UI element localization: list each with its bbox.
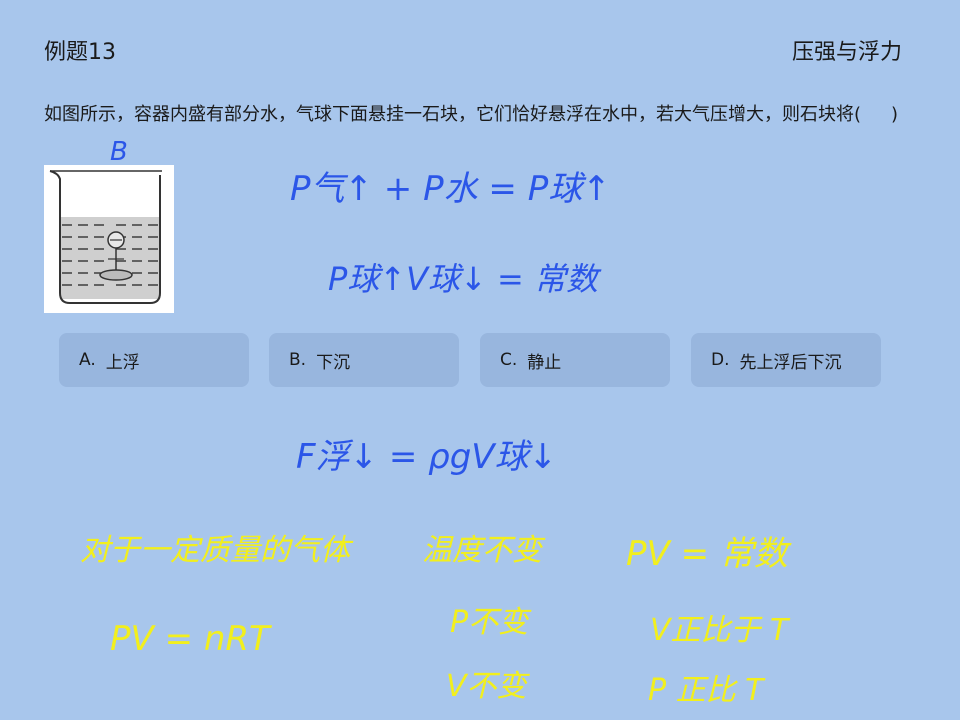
option-d-text: 先上浮后下沉 — [739, 352, 842, 373]
note-ideal-gas: PV = nRT — [110, 619, 272, 659]
equation-pressure: P气↑ + P水 = P球↑ — [290, 169, 611, 209]
option-a-text: 上浮 — [105, 352, 140, 373]
question-close: ) — [891, 104, 899, 125]
answer-mark: B — [110, 137, 128, 167]
beaker-figure — [44, 165, 174, 313]
option-b[interactable]: B. 下沉 — [269, 333, 459, 387]
note-p-prop-t: P 正比 T — [648, 673, 766, 708]
problem-title: 例题13 — [44, 40, 116, 65]
note-v-const: V不变 — [446, 669, 531, 704]
topic-title: 压强与浮力 — [791, 40, 902, 65]
note-fixed-mass: 对于一定质量的气体 — [80, 533, 354, 568]
note-pv-const: PV = 常数 — [626, 534, 792, 574]
note-constant-temp: 温度不变 — [422, 533, 546, 568]
question-body: 如图所示，容器内盛有部分水，气球下面悬挂一石块，它们恰好悬浮在水中，若大气压增大… — [44, 104, 862, 125]
option-b-letter: B. — [289, 350, 307, 370]
option-c[interactable]: C. 静止 — [480, 333, 670, 387]
option-a[interactable]: A. 上浮 — [59, 333, 249, 387]
option-d-letter: D. — [711, 350, 730, 370]
option-c-text: 静止 — [527, 352, 562, 373]
question-text: 如图所示，容器内盛有部分水，气球下面悬挂一石块，它们恰好悬浮在水中，若大气压增大… — [44, 99, 914, 131]
option-a-letter: A. — [79, 350, 96, 370]
equation-boyle: P球↑V球↓ = 常数 — [328, 260, 602, 298]
equation-buoyancy: F浮↓ = ρgV球↓ — [296, 437, 557, 477]
note-v-prop-t: V正比于 T — [650, 613, 791, 648]
option-b-text: 下沉 — [316, 352, 351, 373]
option-d[interactable]: D. 先上浮后下沉 — [691, 333, 881, 387]
option-c-letter: C. — [500, 350, 518, 370]
note-p-const: P不变 — [450, 605, 532, 640]
